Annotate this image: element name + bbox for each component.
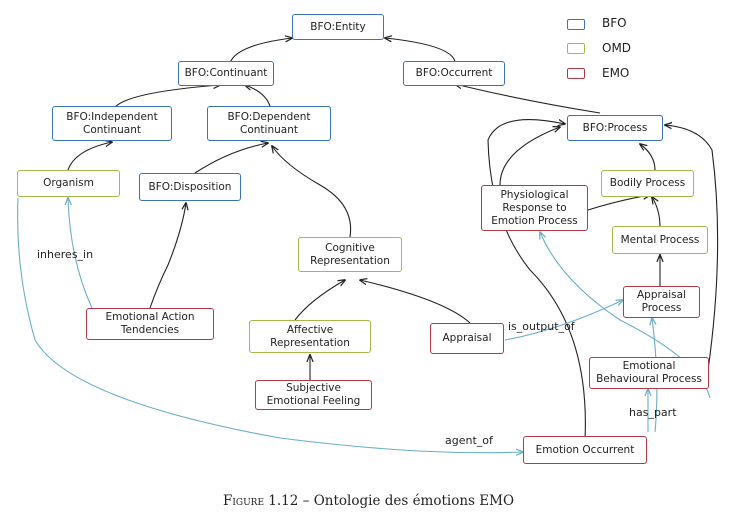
node-emotional-action-tendencies: Emotional Action Tendencies [86,308,214,340]
edge-dependent-continuant [245,85,271,107]
edge-process-occurrent [455,84,601,114]
edge-disposition-dependent [194,143,268,174]
node-bodily-process: Bodily Process [601,170,694,197]
node-appraisal: Appraisal [430,323,504,354]
edge-physio-bodily [587,195,650,211]
edge-bodily-process [640,144,656,171]
legend-label-bfo: BFO [602,16,627,30]
node-bfo-independent-continuant: BFO:Independent Continuant [52,106,172,141]
edge-independent-continuant [114,85,220,108]
edge-inheres-in [68,198,93,309]
edge-is-output-of [504,300,623,341]
edge-occurrent-process [487,119,586,441]
node-subjective-emotional-feeling: Subjective Emotional Feeling [255,380,372,410]
caption-text: Ontologie des émotions EMO [313,493,515,509]
legend-label-emo: EMO [602,66,630,80]
node-cognitive-representation: Cognitive Representation [298,237,402,272]
node-affective-representation: Affective Representation [249,320,371,353]
legend-swatch-emo [567,68,585,79]
legend-label-omd: OMD [602,41,632,55]
edge-affective-cognitive [294,280,345,321]
legend-swatch-bfo [567,19,585,30]
edge-cognitive-dependent [272,146,352,238]
edge-organism-independent [67,142,112,171]
node-bfo-disposition: BFO:Disposition [139,173,241,201]
node-physiological-response: Physiological Response to Emotion Proces… [481,185,588,231]
node-bfo-process: BFO:Process [567,115,663,141]
edge-mental-bodily [652,197,661,228]
node-bfo-entity: BFO:Entity [292,14,384,40]
edge-behavioural-process [665,125,719,371]
edge-appraisal-cognitive [360,280,471,324]
edge-agent-of [17,197,523,453]
edge-physio-process [499,127,560,186]
legend-swatch-omd [567,43,585,54]
node-emotion-occurrent: Emotion Occurrent [523,436,647,464]
node-emotional-behavioural-process: Emotional Behavioural Process [589,357,709,389]
label-inheres-in: inheres_in [37,248,94,261]
edge-tendencies-disposition [149,203,186,309]
caption-label: Figure 1.12 [222,493,299,509]
label-has-part: has_part [629,406,677,419]
figure-caption: Figure 1.12 – Ontologie des émotions EMO [0,493,737,509]
label-is-output-of: is_output_of [508,320,575,333]
node-appraisal-process: Appraisal Process [623,286,700,318]
node-bfo-occurrent: BFO:Occurrent [403,61,505,86]
edge-continuant-entity [229,38,292,64]
node-bfo-continuant: BFO:Continuant [178,61,274,86]
edge-occurrent-entity [385,38,456,63]
node-bfo-dependent-continuant: BFO:Dependent Continuant [207,106,331,141]
node-mental-process: Mental Process [612,226,708,254]
label-agent-of: agent_of [445,434,493,447]
caption-separator: – [298,493,314,509]
node-organism: Organism [17,170,120,197]
